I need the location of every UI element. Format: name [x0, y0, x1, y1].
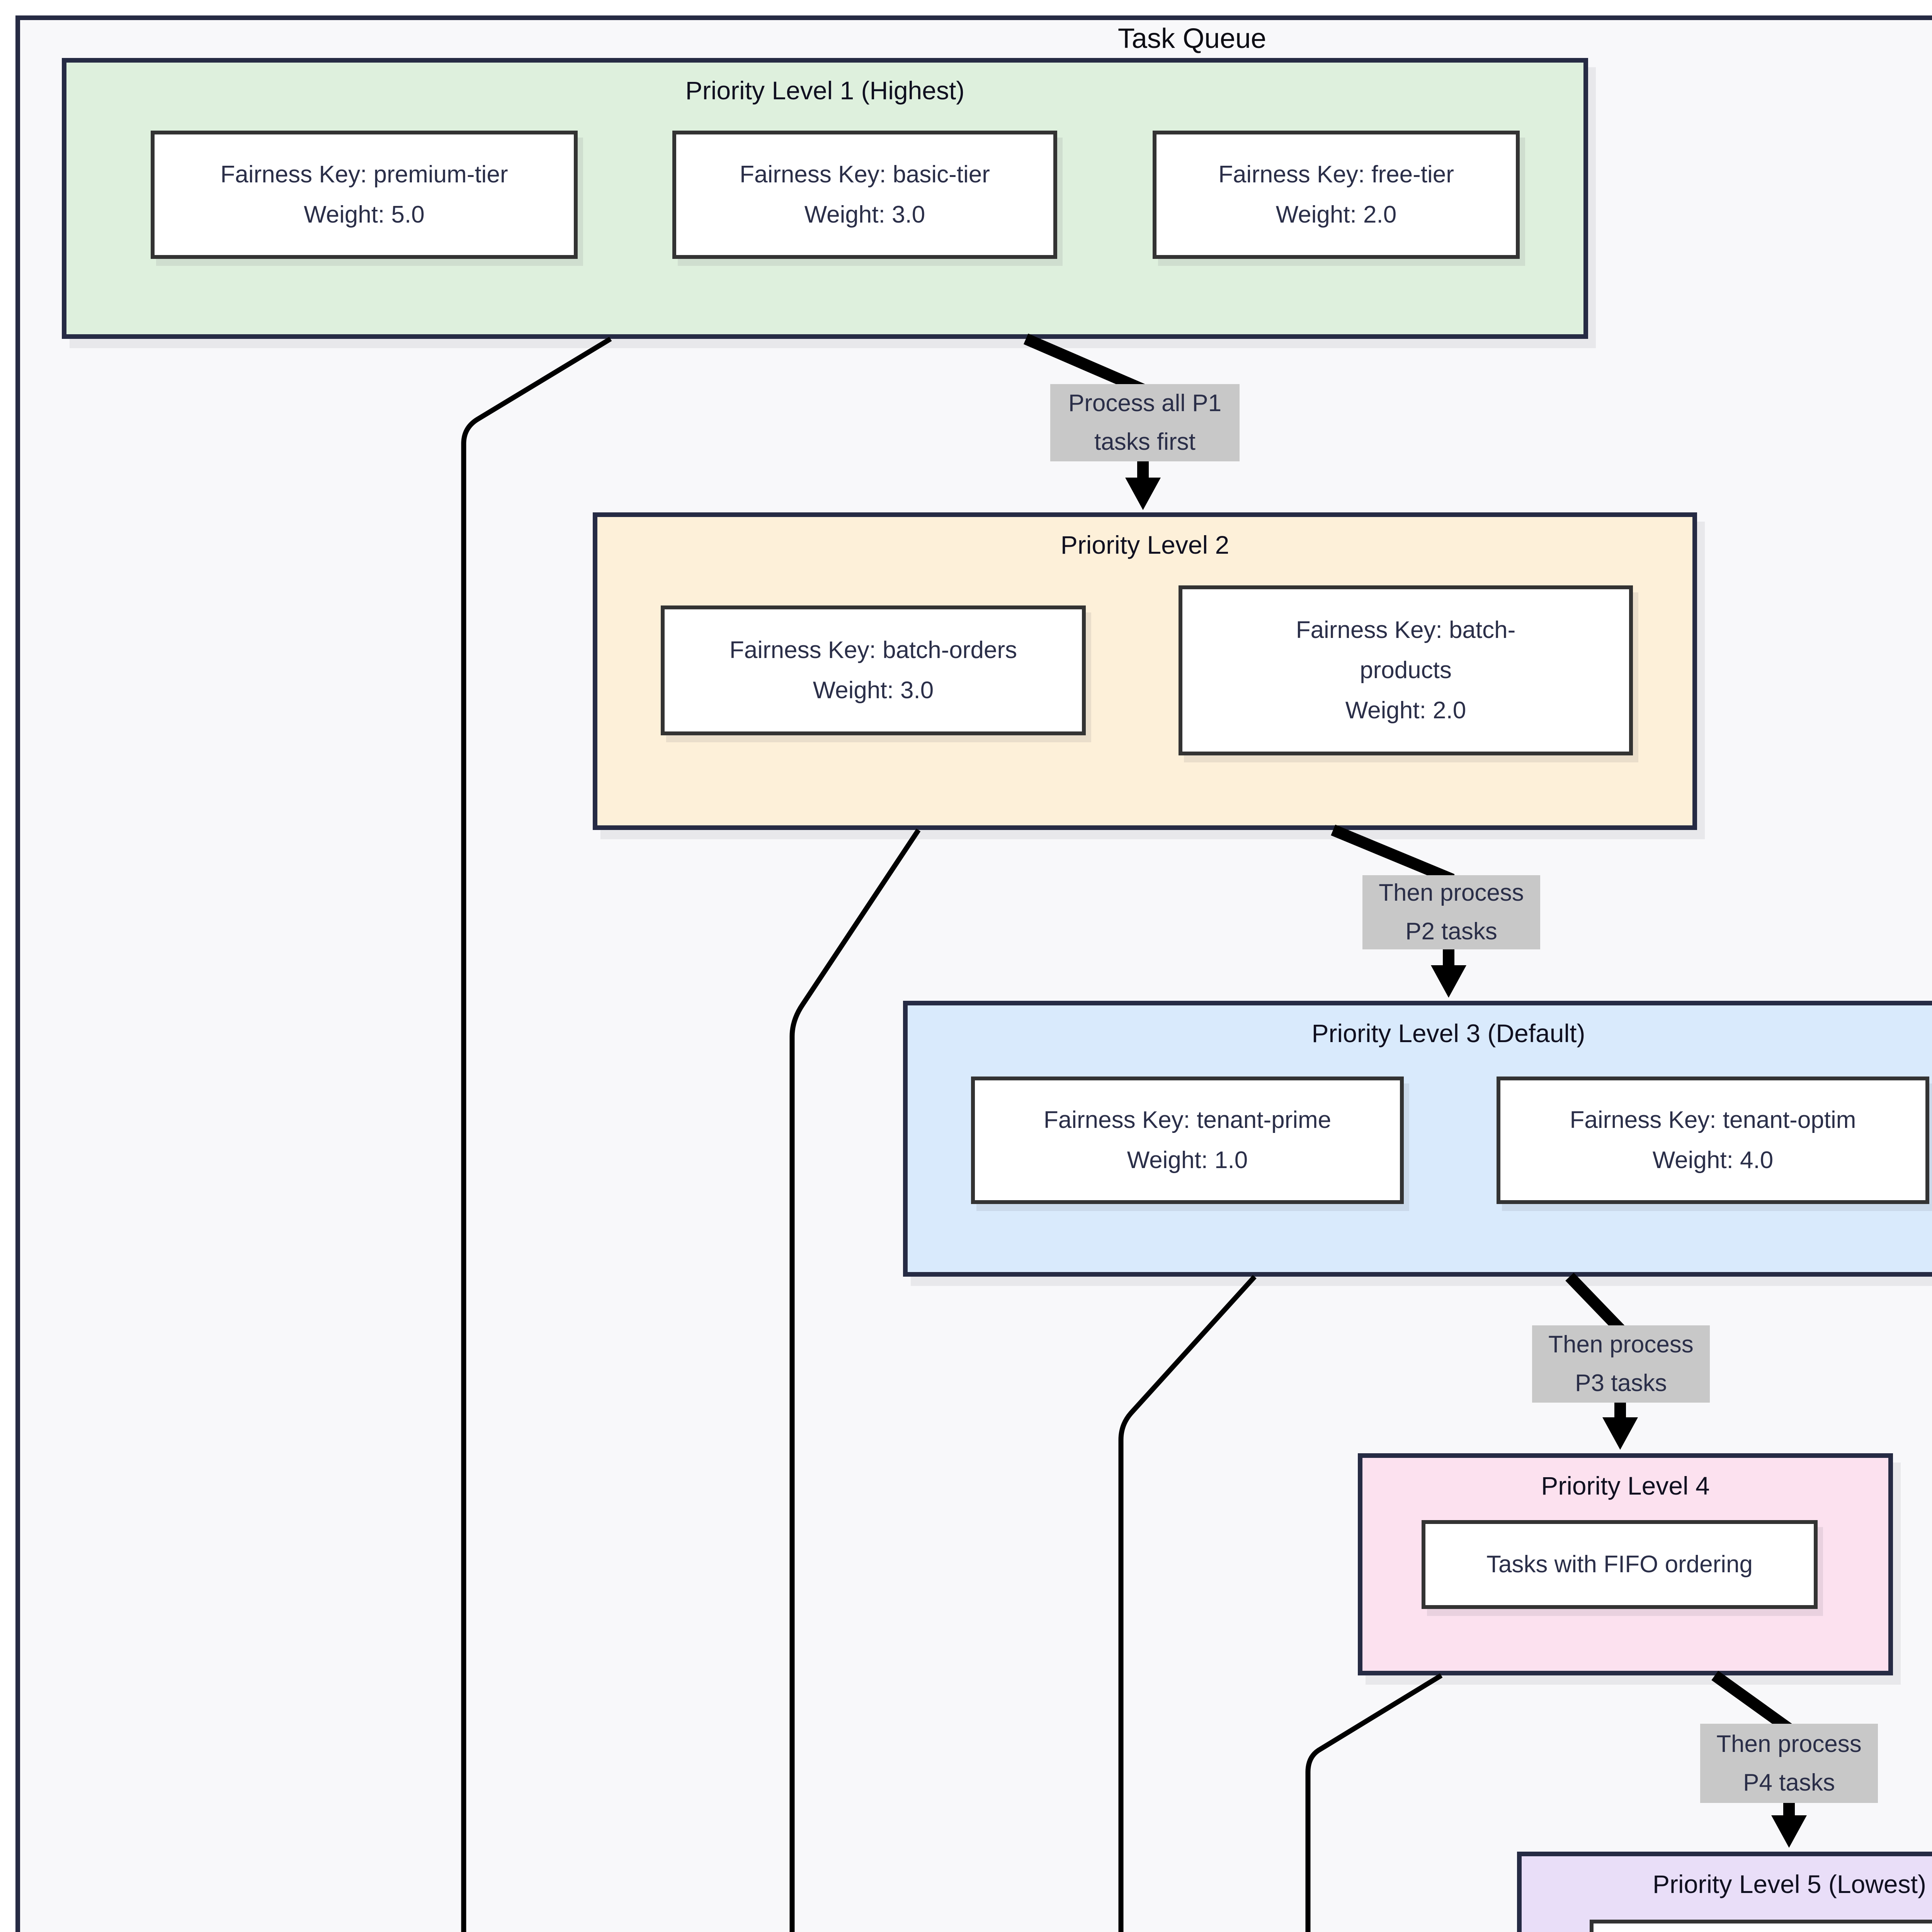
node-label-line: Weight: 5.0	[304, 201, 425, 228]
node-label-line: Fairness Key: premium-tier	[220, 161, 508, 188]
cluster-priority-2-title: Priority Level 2	[1060, 531, 1230, 559]
cluster-priority-5: Priority Level 5 (Lowest)	[1517, 1852, 1932, 1932]
node-label-line: Weight: 1.0	[1127, 1147, 1248, 1173]
task-node-tenant-prime: Fairness Key: tenant-prime Weight: 1.0	[971, 1077, 1404, 1204]
edge-label-line: Then process	[1716, 1730, 1862, 1757]
edge-label-line: Then process	[1548, 1331, 1694, 1358]
edge-label-process-p3: Then process P3 tasks	[1532, 1325, 1710, 1403]
edge-label-process-p2: Then process P2 tasks	[1362, 875, 1540, 949]
task-node-basic-tier: Fairness Key: basic-tier Weight: 3.0	[672, 131, 1057, 259]
task-node-batch-orders: Fairness Key: batch-orders Weight: 3.0	[661, 605, 1086, 735]
node-label-line: Tasks with FIFO ordering	[1486, 1551, 1753, 1578]
node-label-line: products	[1360, 657, 1452, 684]
task-node-p4-fifo: Tasks with FIFO ordering	[1422, 1520, 1818, 1609]
task-node-batch-products: Fairness Key: batch- products Weight: 2.…	[1179, 585, 1633, 755]
node-label-line: Weight: 2.0	[1276, 201, 1397, 228]
node-label-line: Fairness Key: batch-	[1296, 617, 1516, 643]
edge-label-line: P4 tasks	[1743, 1769, 1835, 1796]
edge-label-process-p4: Then process P4 tasks	[1700, 1724, 1878, 1803]
node-label-line: Fairness Key: tenant-optim	[1570, 1107, 1856, 1133]
task-node-premium-tier: Fairness Key: premium-tier Weight: 5.0	[151, 131, 578, 259]
diagram-title: Task Queue	[1117, 23, 1267, 54]
node-label-line: Fairness Key: basic-tier	[740, 161, 990, 188]
node-label-line: Weight: 3.0	[804, 201, 925, 228]
edge-label-line: Process all P1	[1068, 390, 1222, 417]
node-label-line: Fairness Key: tenant-prime	[1043, 1107, 1332, 1133]
node-label-line: Fairness Key: batch-orders	[729, 637, 1017, 663]
node-label-line: Weight: 2.0	[1345, 697, 1466, 724]
edge-label-line: Then process	[1379, 879, 1524, 906]
task-node-tenant-optim: Fairness Key: tenant-optim Weight: 4.0	[1497, 1077, 1929, 1204]
edge-label-process-p1: Process all P1 tasks first	[1050, 384, 1240, 461]
cluster-priority-5-title: Priority Level 5 (Lowest)	[1653, 1870, 1926, 1898]
edge-label-line: P2 tasks	[1405, 918, 1497, 945]
node-label-line: Fairness Key: free-tier	[1218, 161, 1454, 188]
edge-label-line: tasks first	[1094, 429, 1196, 455]
node-label-line: Weight: 3.0	[813, 677, 934, 704]
edge-label-line: P3 tasks	[1575, 1370, 1667, 1396]
node-label-line: Weight: 4.0	[1652, 1147, 1774, 1173]
cluster-priority-4-title: Priority Level 4	[1541, 1471, 1710, 1500]
task-node-free-tier: Fairness Key: free-tier Weight: 2.0	[1153, 131, 1520, 259]
cluster-priority-3-title: Priority Level 3 (Default)	[1311, 1019, 1585, 1048]
task-node-p5-fifo: Tasks with FIFO ordering	[1590, 1920, 1932, 1932]
cluster-priority-1-title: Priority Level 1 (Highest)	[685, 76, 965, 105]
